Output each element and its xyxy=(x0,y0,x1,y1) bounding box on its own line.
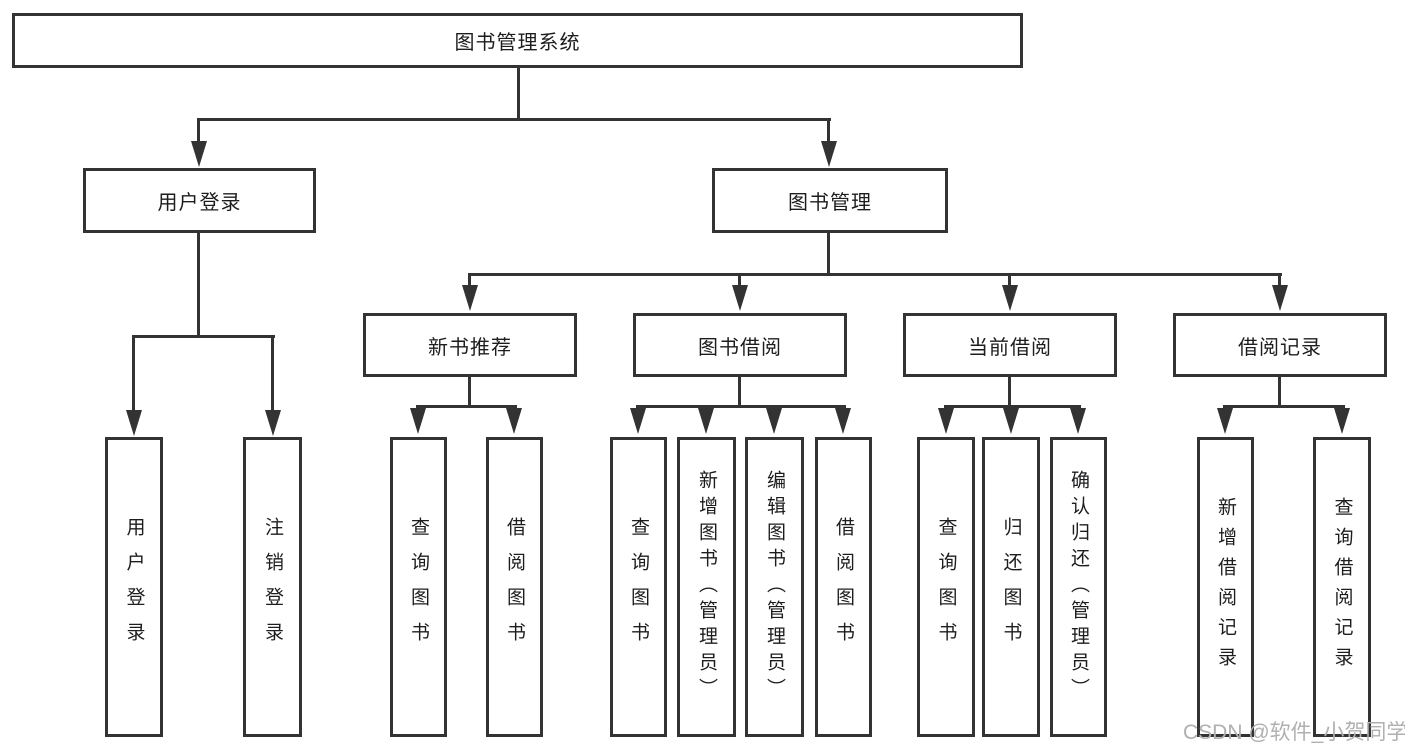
arrow-down-icon xyxy=(938,408,954,434)
connector-stem xyxy=(827,231,830,275)
connector-root-stem xyxy=(517,67,520,121)
node-label: 新书推荐 xyxy=(428,336,512,359)
arrow-down-icon xyxy=(630,408,646,434)
node-label: 图书管理系统 xyxy=(454,32,581,54)
connector-bus xyxy=(1223,405,1345,408)
leaf-user-login: 用户登录 xyxy=(105,437,163,737)
node-label: 当前借阅 xyxy=(968,336,1052,359)
leaf-label: 查询图书 xyxy=(935,517,957,657)
connector-level3-bus xyxy=(468,273,1282,276)
connector-stem xyxy=(1278,375,1281,407)
connector-stub xyxy=(468,273,471,289)
leaf-add-books-admin: 新增图书（管理员） xyxy=(677,437,736,737)
arrow-down-icon xyxy=(835,408,851,434)
arrow-down-icon xyxy=(410,408,426,434)
node-label: 图书管理 xyxy=(788,192,872,214)
leaf-label: 编辑图书（管理员） xyxy=(764,470,785,704)
leaf-borrow-books-2: 借阅图书 xyxy=(815,437,872,737)
leaf-label: 用户登录 xyxy=(123,517,145,657)
leaf-label: 查询借阅记录 xyxy=(1331,497,1353,677)
connector-stem xyxy=(738,375,741,407)
arrow-down-icon xyxy=(191,141,207,167)
arrow-down-icon xyxy=(506,408,522,434)
connector-stub xyxy=(1278,273,1281,289)
connector-stub xyxy=(197,118,200,144)
node-system-root: 图书管理系统 xyxy=(12,13,1023,68)
connector-stub xyxy=(271,335,274,411)
arrow-down-icon xyxy=(1003,408,1019,434)
connector-stem xyxy=(1008,375,1011,407)
node-borrow-records: 借阅记录 xyxy=(1173,313,1387,377)
arrow-down-icon xyxy=(1070,408,1086,434)
leaf-add-borrow-record: 新增借阅记录 xyxy=(1197,437,1254,737)
connector-stub xyxy=(827,118,830,144)
arrow-down-icon xyxy=(766,408,782,434)
leaf-edit-books-admin: 编辑图书（管理员） xyxy=(745,437,804,737)
node-label: 用户登录 xyxy=(157,192,242,214)
node-new-book-recommend: 新书推荐 xyxy=(363,313,577,377)
connector-level2-bus xyxy=(197,118,831,121)
leaf-return-books: 归还图书 xyxy=(982,437,1040,737)
leaf-query-borrow-record: 查询借阅记录 xyxy=(1313,437,1371,737)
node-book-management: 图书管理 xyxy=(712,168,948,233)
arrow-down-icon xyxy=(732,285,748,311)
leaf-label: 查询图书 xyxy=(628,517,649,657)
arrow-down-icon xyxy=(1334,408,1350,434)
leaf-query-books-1: 查询图书 xyxy=(390,437,447,737)
node-label: 借阅记录 xyxy=(1238,336,1322,359)
arrow-down-icon xyxy=(462,285,478,311)
watermark: CSDN @软件_小贺同学 xyxy=(1183,721,1405,744)
leaf-label: 新增借阅记录 xyxy=(1215,497,1236,677)
connector-stub xyxy=(738,273,741,289)
leaf-label: 确认归还（管理员） xyxy=(1068,470,1089,704)
node-user-login: 用户登录 xyxy=(83,168,316,233)
leaf-label: 借阅图书 xyxy=(833,517,854,657)
arrow-down-icon xyxy=(821,141,837,167)
leaf-confirm-return-admin: 确认归还（管理员） xyxy=(1050,437,1107,737)
connector-bus xyxy=(416,405,517,408)
arrow-down-icon xyxy=(126,410,142,436)
connector-bus xyxy=(944,405,1081,408)
connector-bus xyxy=(636,405,846,408)
leaf-label: 新增图书（管理员） xyxy=(696,470,717,704)
node-label: 图书借阅 xyxy=(698,336,782,359)
leaf-label: 借阅图书 xyxy=(504,517,525,657)
leaf-label: 注销登录 xyxy=(262,517,283,657)
leaf-label: 查询图书 xyxy=(408,517,429,657)
arrow-down-icon xyxy=(698,408,714,434)
connector-stem xyxy=(197,231,200,335)
connector-stub xyxy=(1008,273,1011,289)
connector-bus xyxy=(132,335,275,338)
connector-stem xyxy=(468,375,471,407)
arrow-down-icon xyxy=(1217,408,1233,434)
leaf-query-books-2: 查询图书 xyxy=(610,437,667,737)
arrow-down-icon xyxy=(265,410,281,436)
node-book-borrow: 图书借阅 xyxy=(633,313,847,377)
arrow-down-icon xyxy=(1002,285,1018,311)
arrow-down-icon xyxy=(1272,285,1288,311)
leaf-borrow-books-1: 借阅图书 xyxy=(486,437,543,737)
node-current-borrow: 当前借阅 xyxy=(903,313,1117,377)
leaf-logout: 注销登录 xyxy=(243,437,302,737)
connector-stub xyxy=(132,335,135,411)
leaf-label: 归还图书 xyxy=(1000,517,1022,657)
leaf-query-books-3: 查询图书 xyxy=(917,437,975,737)
